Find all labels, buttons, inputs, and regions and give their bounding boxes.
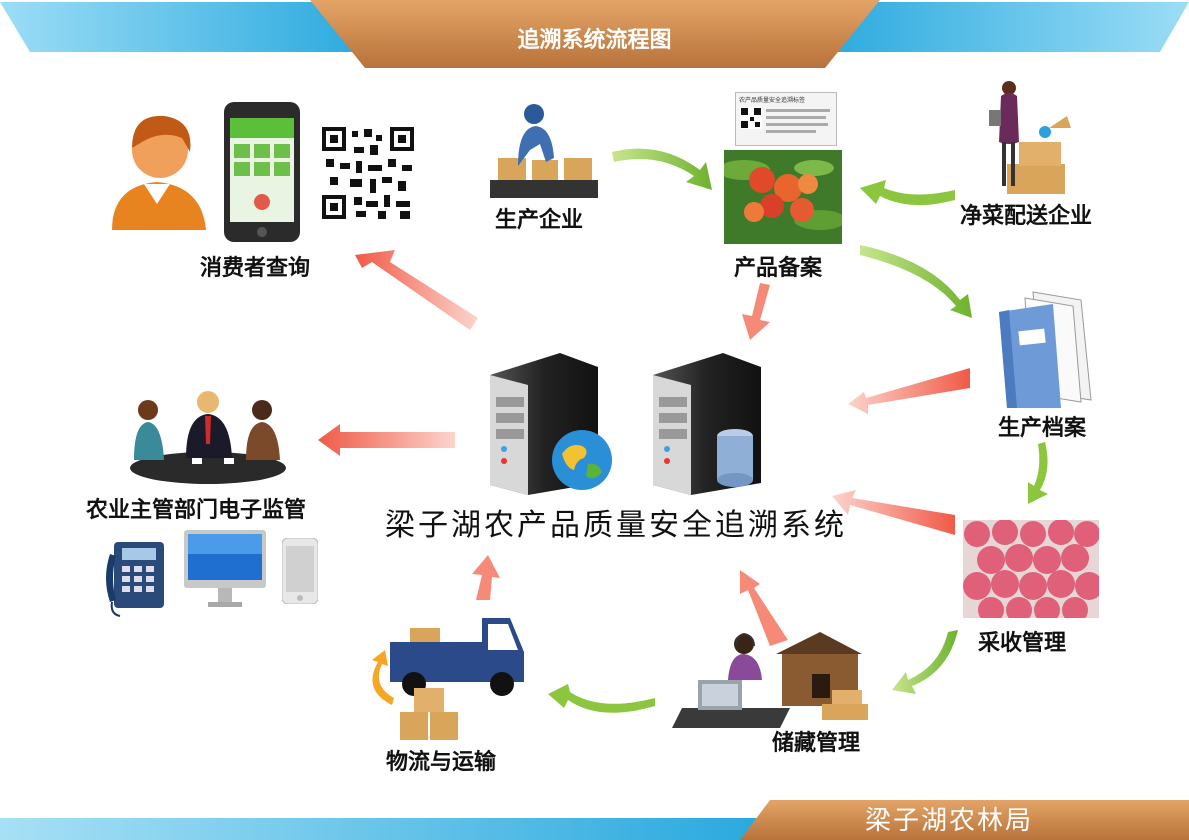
green-arrow-record-archive (860, 245, 972, 318)
apples-photo (963, 520, 1099, 618)
red-arrow-record (742, 283, 770, 340)
system-title: 梁子湖农产品质量安全追溯系统 (385, 508, 847, 543)
green-arrow-distributor (860, 180, 955, 206)
green-arrow-producer (612, 148, 712, 190)
telephone-icon (106, 542, 164, 617)
node-supervision-label: 农业主管部门电子监管 (86, 498, 307, 523)
header-title: 追溯系统流程图 (517, 28, 672, 53)
red-arrow-logistics (472, 555, 500, 600)
node-storage-label: 储藏管理 (772, 731, 861, 756)
peach-photo (724, 150, 842, 244)
storage-warehouse-icon (672, 632, 868, 728)
footer-title: 梁子湖农林局 (865, 806, 1034, 836)
node-producer-label: 生产企业 (495, 208, 584, 233)
traceability-label-card: 农产品质量安全追溯标签 (735, 92, 837, 146)
node-consumer-label: 消费者查询 (200, 256, 311, 281)
header-band (0, 0, 1189, 68)
qr-code-icon (320, 125, 416, 221)
red-arrow-storage (740, 570, 788, 646)
node-distributor-label: 净菜配送企业 (960, 204, 1093, 229)
database-icon (717, 429, 753, 487)
red-arrow-archive (848, 368, 970, 414)
truck-icon (390, 618, 524, 740)
green-arrow-storage-logistics (548, 684, 655, 713)
orange-curve-arrow (372, 650, 394, 705)
label-qr-icon (740, 107, 762, 129)
meeting-people-icon (130, 391, 286, 484)
desktop-monitor-icon (184, 530, 266, 607)
archive-folder-icon (999, 291, 1092, 408)
node-archive-label: 生产档案 (998, 416, 1087, 441)
footer-band (0, 800, 1189, 840)
green-arrow-archive-harvest (1028, 442, 1048, 504)
node-harvest-label: 采收管理 (978, 631, 1067, 656)
server-left (490, 353, 598, 495)
consumer-person-icon (112, 115, 206, 230)
distributor-icon (989, 81, 1071, 194)
green-arrow-harvest-storage (892, 630, 958, 694)
red-arrow-supervision (318, 424, 455, 456)
smartphone-icon (224, 102, 300, 242)
producer-worker-icon (490, 104, 598, 198)
node-logistics-label: 物流与运输 (386, 750, 497, 775)
mobile-phone-icon (282, 538, 318, 604)
globe-icon (552, 430, 612, 490)
red-arrow-consumer (355, 250, 478, 330)
node-record-label: 产品备案 (734, 256, 823, 281)
red-arrow-harvest (832, 490, 955, 535)
traceability-label-title: 农产品质量安全追溯标签 (739, 97, 806, 104)
